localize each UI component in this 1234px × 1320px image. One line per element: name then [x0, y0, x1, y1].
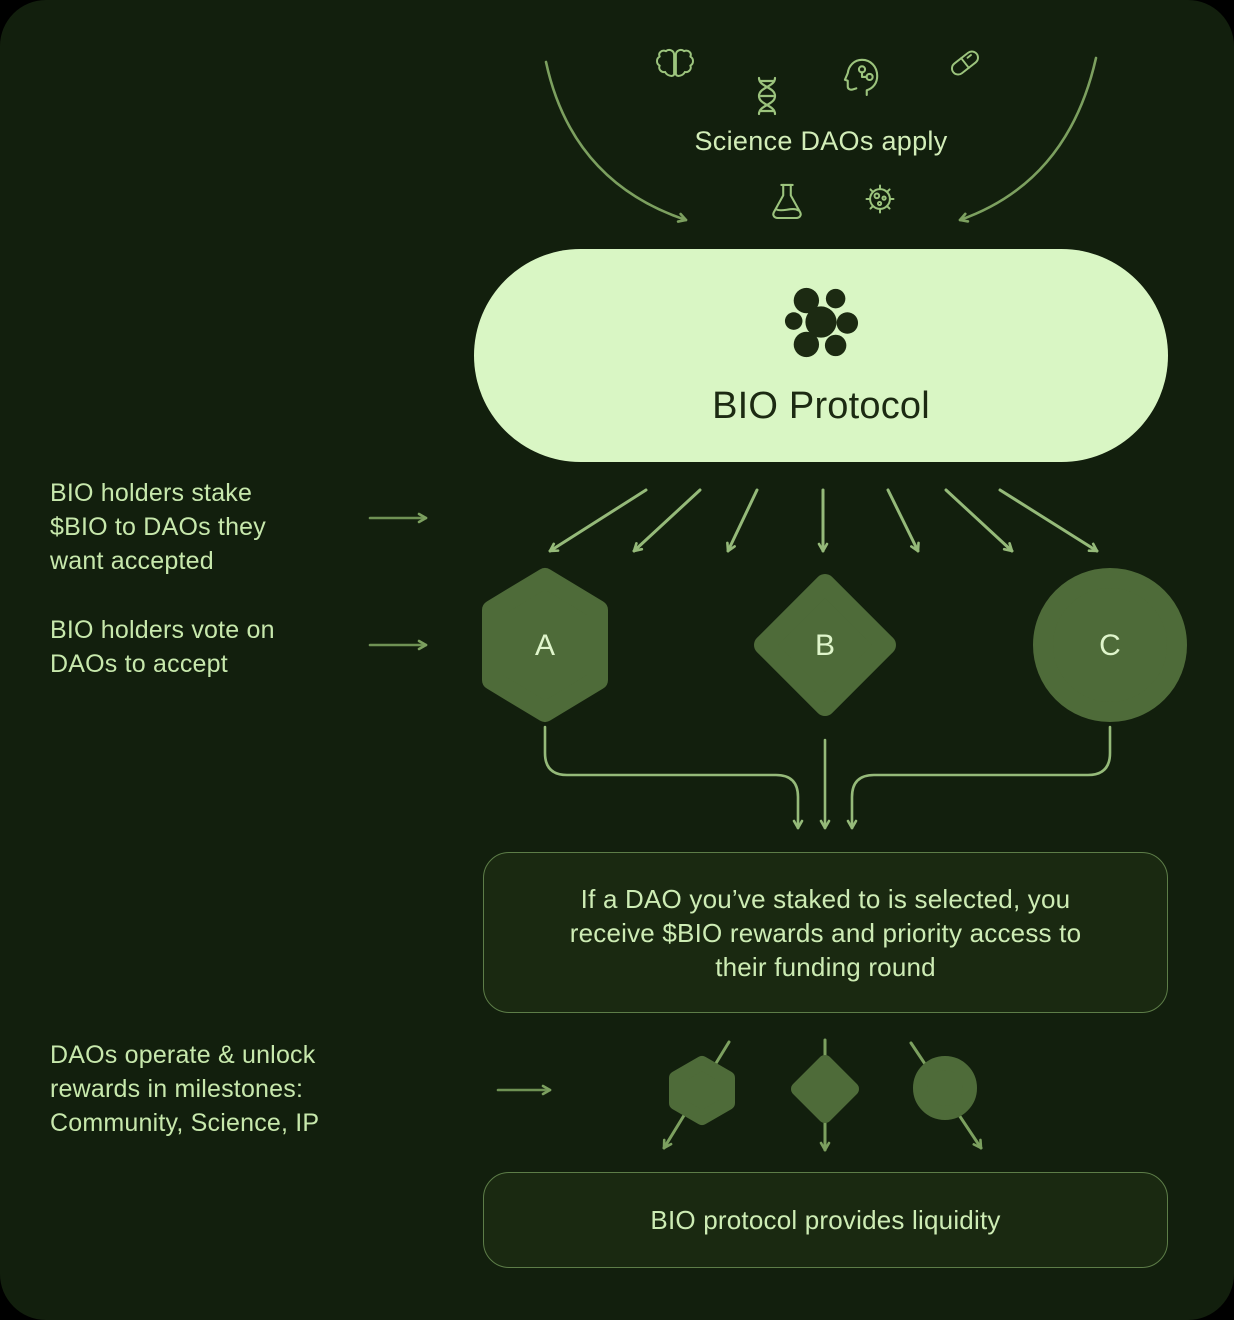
- dna-icon: [751, 76, 783, 116]
- note-vote-line2: DAOs to accept: [50, 650, 228, 678]
- rewards-box: If a DAO you’ve staked to is selected, y…: [483, 852, 1168, 1013]
- brain-icon: [653, 44, 697, 80]
- note-milestones-line2: rewards in milestones:: [50, 1075, 304, 1103]
- liquidity-box: BIO protocol provides liquidity: [483, 1172, 1168, 1268]
- rewards-line2: receive $BIO rewards and priority access…: [569, 917, 1082, 948]
- pill-icon: [944, 42, 986, 84]
- note-vote-line1: BIO holders vote on: [50, 616, 275, 644]
- dao-c-label: C: [1099, 629, 1121, 662]
- liquidity-text: BIO protocol provides liquidity: [650, 1205, 1001, 1235]
- note-stake-line2: $BIO to DAOs they: [50, 513, 266, 541]
- note-milestones-line1: DAOs operate & unlock: [50, 1041, 316, 1069]
- virus-icon: [862, 181, 898, 217]
- bio-molecule-icon: [780, 284, 862, 367]
- dao-b-label: B: [814, 629, 836, 662]
- bio-protocol-node: BIO Protocol: [474, 249, 1168, 462]
- dao-a-label: A: [534, 629, 556, 662]
- mind-icon: [843, 55, 881, 97]
- bio-protocol-label: BIO Protocol: [712, 384, 930, 427]
- flask-icon: [770, 182, 804, 220]
- note-stake-line3: want accepted: [50, 547, 214, 575]
- science-daos-heading: Science DAOs apply: [694, 126, 948, 156]
- note-stake: BIO holders stake $BIO to DAOs they want…: [50, 476, 266, 578]
- note-stake-line1: BIO holders stake: [50, 479, 253, 507]
- rewards-line3: their funding round: [715, 951, 936, 982]
- note-milestones: DAOs operate & unlock rewards in milesto…: [50, 1038, 319, 1140]
- note-milestones-line3: Community, Science, IP: [50, 1109, 320, 1137]
- note-vote: BIO holders vote on DAOs to accept: [50, 613, 275, 681]
- rewards-line1: If a DAO you’ve staked to is selected, y…: [580, 883, 1071, 914]
